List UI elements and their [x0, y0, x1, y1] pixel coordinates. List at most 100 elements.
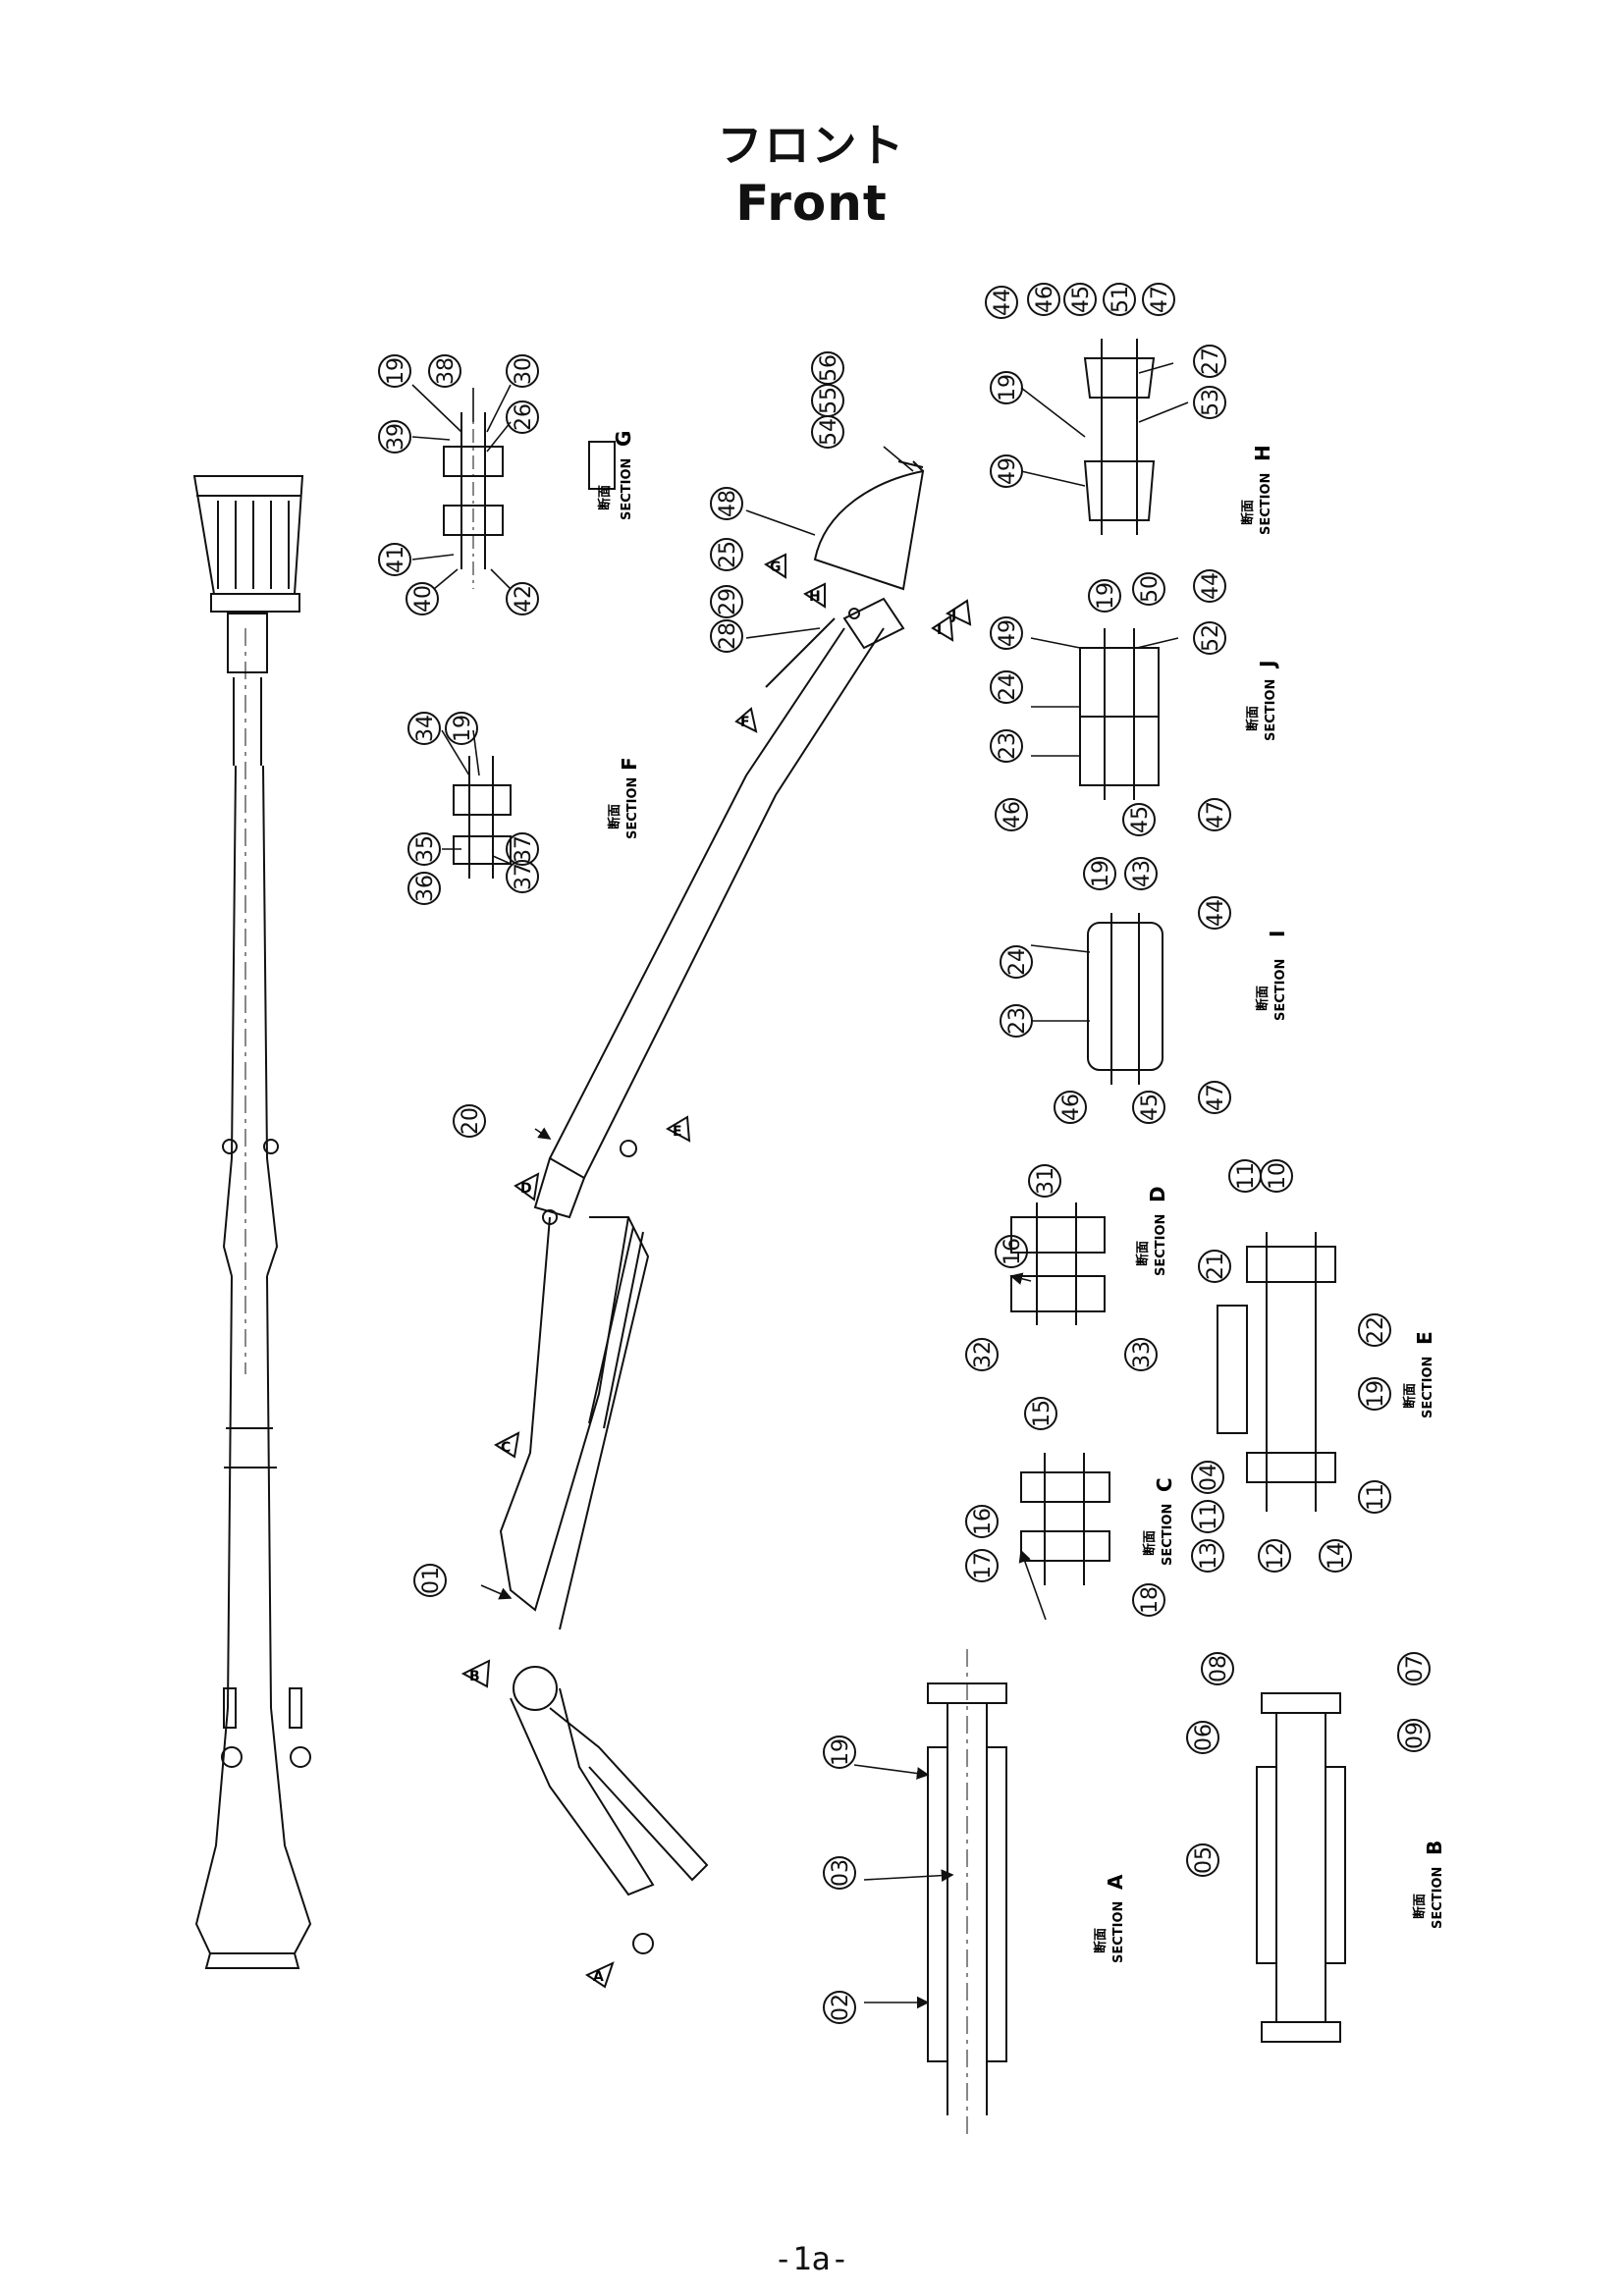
view-marker-g: G [763, 553, 786, 579]
svg-text:16: 16 [971, 1508, 996, 1535]
svg-text:21: 21 [1204, 1253, 1228, 1280]
svg-text:35: 35 [413, 835, 438, 863]
svg-text:54: 54 [817, 418, 841, 446]
callout-54: 54 [811, 415, 844, 449]
svg-text:03: 03 [829, 1859, 853, 1887]
callout-19: 19 [1083, 857, 1116, 890]
section-b-drawing [1256, 1692, 1346, 2043]
svg-text:E: E [1413, 1331, 1436, 1345]
svg-text:F: F [740, 715, 750, 730]
svg-text:37: 37 [512, 835, 536, 863]
svg-text:49: 49 [996, 457, 1020, 485]
svg-text:断面: 断面 [607, 804, 622, 829]
callout-23: 23 [990, 729, 1023, 763]
svg-text:50: 50 [1138, 575, 1163, 603]
svg-text:45: 45 [1138, 1094, 1163, 1121]
callout-24: 24 [990, 670, 1023, 704]
front-side-view [499, 460, 925, 1954]
callout-45: 45 [1122, 803, 1156, 836]
callout-22: 22 [1358, 1313, 1391, 1347]
section-g-drawing [443, 402, 504, 589]
section-label-b: 断面 SECTION B [1412, 1841, 1446, 1929]
callout-19: 19 [823, 1735, 856, 1769]
svg-text:B: B [1423, 1841, 1446, 1855]
svg-text:E: E [673, 1124, 682, 1140]
callout-16: 16 [995, 1235, 1028, 1268]
callout-29: 29 [710, 585, 743, 618]
svg-text:11: 11 [1234, 1162, 1259, 1190]
svg-text:16: 16 [1001, 1238, 1025, 1265]
svg-text:28: 28 [716, 622, 740, 650]
svg-text:SECTION: SECTION [625, 777, 640, 839]
svg-text:G: G [612, 431, 635, 447]
svg-text:40: 40 [411, 585, 436, 613]
svg-text:SECTION: SECTION [1259, 473, 1273, 535]
callout-51: 51 [1103, 283, 1136, 316]
svg-text:24: 24 [1005, 948, 1030, 976]
svg-text:47: 47 [1204, 1084, 1228, 1111]
callout-56: 56 [811, 351, 844, 385]
svg-text:I: I [937, 622, 942, 638]
svg-text:04: 04 [1197, 1464, 1221, 1491]
callout-18: 18 [1132, 1583, 1165, 1617]
section-a-drawing [927, 1649, 1007, 2135]
callout-01: 01 [413, 1564, 447, 1597]
svg-text:46: 46 [1001, 801, 1025, 828]
svg-text:06: 06 [1192, 1724, 1217, 1751]
callout-09: 09 [1397, 1719, 1431, 1752]
svg-text:43: 43 [1130, 860, 1155, 887]
callout-55: 55 [811, 384, 844, 417]
svg-text:断面: 断面 [1255, 986, 1271, 1011]
svg-text:断面: 断面 [1135, 1241, 1151, 1266]
view-marker-b: B [460, 1659, 491, 1688]
svg-text:SECTION: SECTION [1264, 679, 1278, 741]
section-label-c: 断面 SECTION C [1142, 1477, 1176, 1566]
svg-text:12: 12 [1264, 1542, 1288, 1570]
svg-text:14: 14 [1325, 1542, 1349, 1570]
svg-text:09: 09 [1403, 1722, 1428, 1749]
callout-15: 15 [1024, 1397, 1057, 1430]
callout-49: 49 [990, 616, 1023, 650]
callout-42: 42 [506, 582, 539, 615]
callout-36: 36 [407, 872, 441, 905]
page-title-japanese: フロント [717, 119, 906, 172]
svg-text:02: 02 [829, 1994, 853, 2021]
svg-text:F: F [618, 757, 641, 771]
svg-text:44: 44 [1204, 899, 1228, 927]
callout-02: 02 [823, 1991, 856, 2024]
svg-text:47: 47 [1148, 286, 1172, 313]
svg-text:断面: 断面 [1142, 1530, 1158, 1556]
view-marker-f: F [734, 707, 758, 733]
svg-text:20: 20 [459, 1107, 483, 1135]
callout-23: 23 [1000, 1004, 1033, 1038]
callout-37b: 37 [506, 860, 539, 893]
svg-text:断面: 断面 [597, 485, 613, 510]
svg-text:32: 32 [971, 1341, 996, 1368]
callout-49: 49 [990, 454, 1023, 488]
section-label-d: 断面 SECTION D [1135, 1186, 1169, 1276]
svg-text:41: 41 [384, 546, 408, 573]
svg-text:J: J [1256, 661, 1279, 669]
callout-03: 03 [823, 1856, 856, 1890]
callout-40: 40 [406, 582, 439, 615]
callout-11: 11 [1191, 1500, 1224, 1533]
callout-19: 19 [1088, 579, 1121, 613]
callout-08: 08 [1201, 1652, 1234, 1685]
section-c-drawing [1020, 1453, 1110, 1585]
svg-text:46: 46 [1033, 286, 1057, 313]
callout-44: 44 [1193, 569, 1226, 603]
svg-text:01: 01 [419, 1567, 444, 1594]
svg-text:51: 51 [1109, 286, 1133, 313]
svg-text:36: 36 [413, 875, 438, 902]
svg-text:33: 33 [1130, 1341, 1155, 1368]
callout-26: 26 [506, 400, 539, 434]
svg-text:39: 39 [384, 423, 408, 451]
svg-text:08: 08 [1207, 1655, 1231, 1682]
section-label-h: 断面 SECTION H [1240, 445, 1274, 535]
callout-28: 28 [710, 619, 743, 653]
svg-text:J: J [950, 608, 956, 623]
svg-text:H: H [809, 589, 821, 605]
svg-text:15: 15 [1030, 1400, 1055, 1427]
callout-11: 11 [1228, 1159, 1262, 1193]
svg-text:断面: 断面 [1245, 706, 1261, 731]
